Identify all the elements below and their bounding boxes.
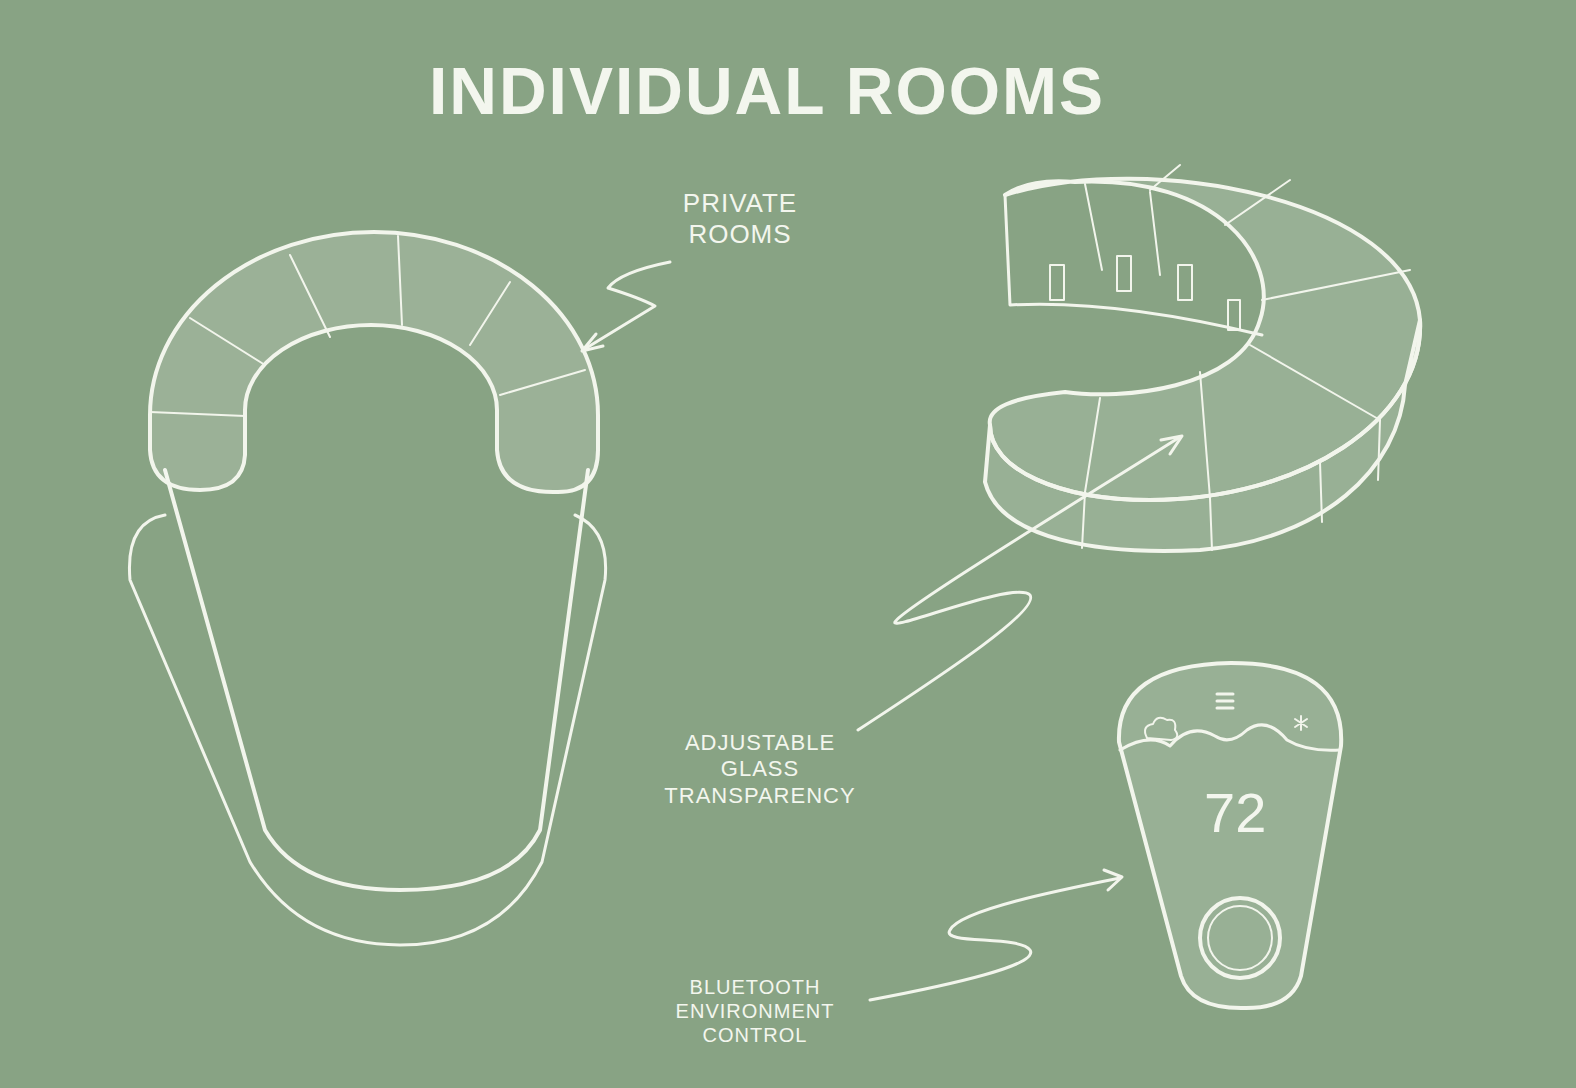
segment xyxy=(1150,165,1180,190)
callout-label: PRIVATE ROOMS xyxy=(650,188,830,250)
door xyxy=(1050,265,1064,300)
leader-line xyxy=(583,262,670,350)
arm-face xyxy=(1005,195,1262,335)
thermostat-device: 72 xyxy=(1115,660,1347,1012)
page-title: INDIVIDUAL ROOMS xyxy=(0,58,1534,124)
segment xyxy=(1082,492,1085,548)
leader-line xyxy=(858,437,1180,730)
segment xyxy=(1320,462,1322,522)
cloud-icon xyxy=(1145,718,1177,740)
divider xyxy=(150,412,245,416)
menu-icon xyxy=(1217,694,1233,708)
segment xyxy=(1210,498,1212,550)
segment xyxy=(1085,184,1102,270)
thermostat-drawing xyxy=(1119,663,1341,1008)
segment xyxy=(1378,420,1380,480)
segment xyxy=(1150,192,1160,275)
outer-wall xyxy=(985,320,1420,551)
divider xyxy=(470,282,510,345)
door xyxy=(1117,256,1131,291)
divider xyxy=(398,236,402,325)
control-dial xyxy=(1200,898,1280,978)
segment xyxy=(1085,398,1100,492)
top-view-building xyxy=(129,232,605,945)
leader-line xyxy=(870,878,1120,1000)
door xyxy=(1178,265,1192,300)
room-dividers xyxy=(150,236,585,416)
perspective-building xyxy=(985,165,1420,551)
callout-label: BLUETOOTH ENVIRONMENT CONTROL xyxy=(650,975,860,1047)
segment xyxy=(1200,372,1210,498)
arrowhead xyxy=(1161,436,1182,454)
segment xyxy=(1250,345,1380,420)
leader-lines xyxy=(582,262,1182,1000)
snow-icon xyxy=(1295,716,1307,730)
segment xyxy=(1225,180,1290,225)
door xyxy=(1228,300,1240,330)
segment xyxy=(1262,270,1410,300)
body-outline xyxy=(165,470,588,890)
divider xyxy=(190,318,265,365)
callout-label: ADJUSTABLE GLASS TRANSPARENCY xyxy=(655,730,865,809)
divider xyxy=(500,370,585,395)
room-ring xyxy=(150,232,598,492)
arrowhead xyxy=(1104,870,1122,890)
device-body xyxy=(1119,663,1341,1008)
doors xyxy=(1050,256,1240,330)
outer-shell xyxy=(129,515,605,945)
temperature-readout: 72 xyxy=(1204,785,1266,841)
divider xyxy=(290,255,330,337)
arrowhead xyxy=(582,334,603,351)
control-dial-inner xyxy=(1208,906,1272,970)
wall-segments xyxy=(1082,165,1410,550)
